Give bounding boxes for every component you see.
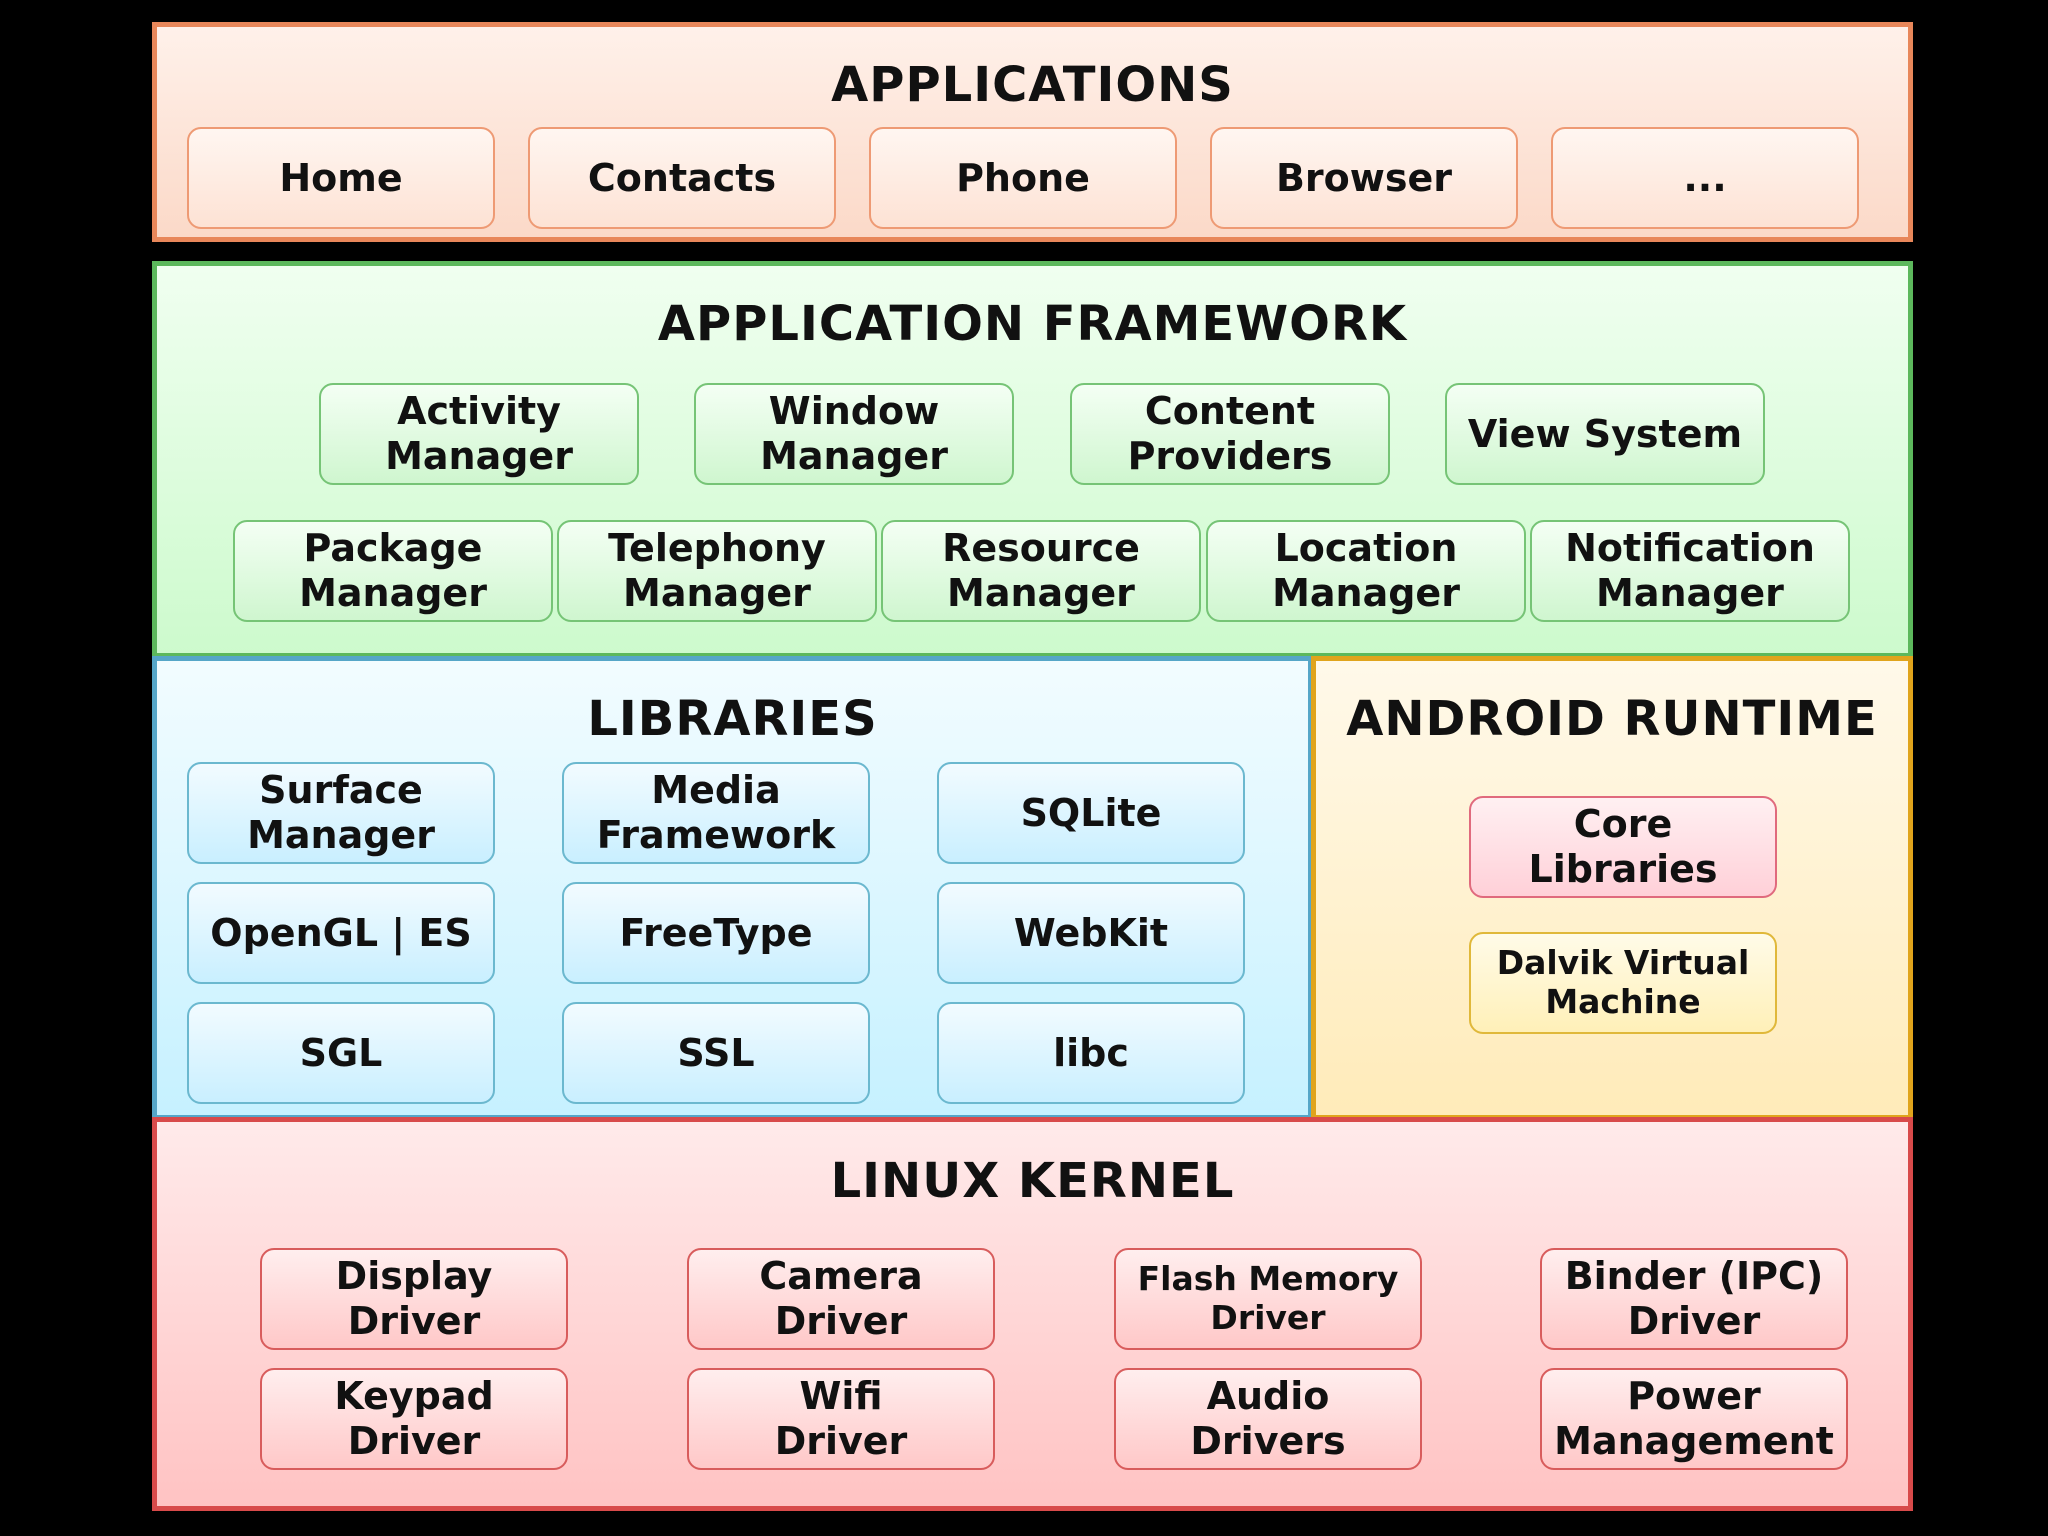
ssl[interactable]: SSL xyxy=(562,1002,870,1104)
libc[interactable]: libc xyxy=(937,1002,1245,1104)
libraries-title: LIBRARIES xyxy=(587,691,878,747)
freetype[interactable]: FreeType xyxy=(562,882,870,984)
sqlite[interactable]: SQLite xyxy=(937,762,1245,864)
flash-memory-driver[interactable]: Flash Memory Driver xyxy=(1114,1248,1422,1350)
application-framework-layer: APPLICATION FRAMEWORK Activity Manager W… xyxy=(152,261,1913,658)
applications-title: APPLICATIONS xyxy=(831,57,1234,113)
linux-kernel-layer: LINUX KERNEL Display Driver Camera Drive… xyxy=(152,1117,1913,1511)
kernel-title: LINUX KERNEL xyxy=(830,1153,1235,1209)
opengl-es[interactable]: OpenGL | ES xyxy=(187,882,495,984)
applications-layer: APPLICATIONS Home Contacts Phone Browser… xyxy=(152,22,1913,242)
runtime-title: ANDROID RUNTIME xyxy=(1346,691,1878,747)
display-driver[interactable]: Display Driver xyxy=(260,1248,568,1350)
android-runtime-layer: ANDROID RUNTIME Core Libraries Dalvik Vi… xyxy=(1311,656,1913,1120)
keypad-driver[interactable]: Keypad Driver xyxy=(260,1368,568,1470)
power-management[interactable]: Power Management xyxy=(1540,1368,1848,1470)
package-manager[interactable]: Package Manager xyxy=(233,520,553,622)
camera-driver[interactable]: Camera Driver xyxy=(687,1248,995,1350)
audio-drivers[interactable]: Audio Drivers xyxy=(1114,1368,1422,1470)
framework-title: APPLICATION FRAMEWORK xyxy=(657,296,1408,352)
webkit[interactable]: WebKit xyxy=(937,882,1245,984)
surface-manager[interactable]: Surface Manager xyxy=(187,762,495,864)
app-contacts[interactable]: Contacts xyxy=(528,127,836,229)
sgl[interactable]: SGL xyxy=(187,1002,495,1104)
activity-manager[interactable]: Activity Manager xyxy=(319,383,639,485)
app-browser[interactable]: Browser xyxy=(1210,127,1518,229)
binder-ipc-driver[interactable]: Binder (IPC) Driver xyxy=(1540,1248,1848,1350)
telephony-manager[interactable]: Telephony Manager xyxy=(557,520,877,622)
app-home[interactable]: Home xyxy=(187,127,495,229)
app-more[interactable]: ... xyxy=(1551,127,1859,229)
libraries-layer: LIBRARIES Surface Manager Media Framewor… xyxy=(152,656,1313,1120)
content-providers[interactable]: Content Providers xyxy=(1070,383,1390,485)
media-framework[interactable]: Media Framework xyxy=(562,762,870,864)
core-libraries[interactable]: Core Libraries xyxy=(1469,796,1777,898)
resource-manager[interactable]: Resource Manager xyxy=(881,520,1201,622)
app-phone[interactable]: Phone xyxy=(869,127,1177,229)
wifi-driver[interactable]: Wifi Driver xyxy=(687,1368,995,1470)
notification-manager[interactable]: Notification Manager xyxy=(1530,520,1850,622)
view-system[interactable]: View System xyxy=(1445,383,1765,485)
location-manager[interactable]: Location Manager xyxy=(1206,520,1526,622)
window-manager[interactable]: Window Manager xyxy=(694,383,1014,485)
dalvik-virtual-machine[interactable]: Dalvik Virtual Machine xyxy=(1469,932,1777,1034)
